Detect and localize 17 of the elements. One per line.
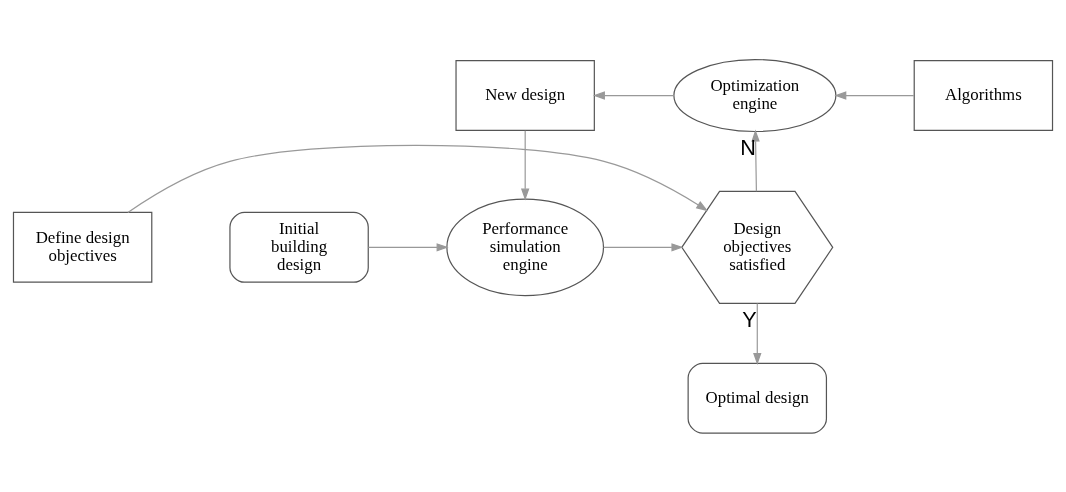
arrow bbox=[834, 90, 915, 100]
edge-label: Y bbox=[742, 306, 757, 332]
arrow bbox=[367, 242, 449, 252]
arrow bbox=[592, 90, 675, 100]
arrow bbox=[603, 242, 684, 252]
node-box: New design bbox=[455, 59, 595, 131]
arrow bbox=[753, 302, 762, 365]
node-ellipse: Performance simulation engine bbox=[446, 198, 605, 296]
arrow bbox=[520, 129, 530, 201]
node-box: Initial building design bbox=[229, 211, 369, 283]
node-ellipse: Optimization engine bbox=[673, 58, 837, 132]
arrow bbox=[751, 129, 760, 192]
node-box: Optimal design bbox=[687, 362, 828, 434]
node-box: Algorithms bbox=[913, 59, 1054, 131]
edge-label: N bbox=[740, 134, 756, 159]
arrow bbox=[127, 144, 709, 213]
node-box: Define design objectives bbox=[12, 211, 153, 283]
